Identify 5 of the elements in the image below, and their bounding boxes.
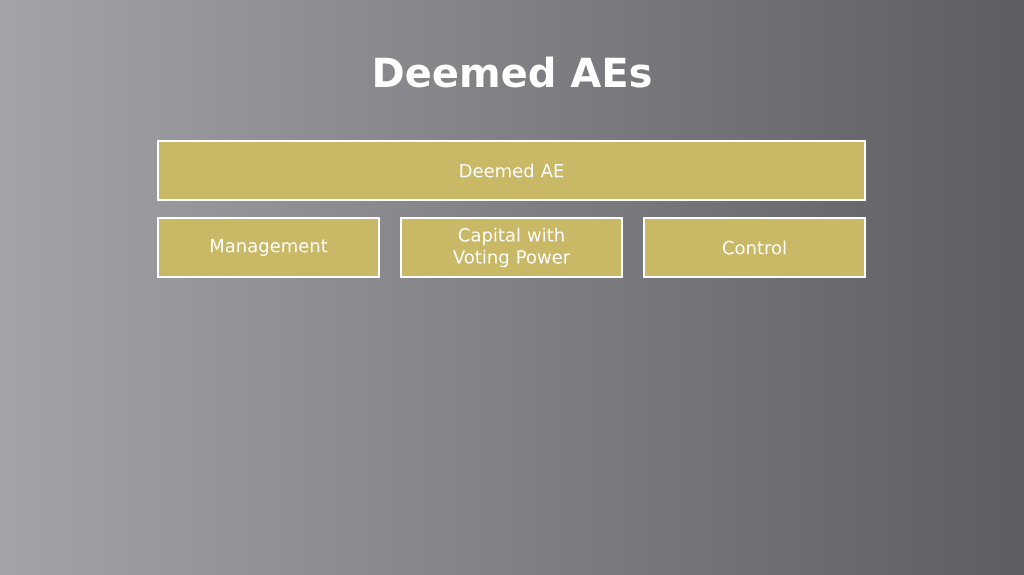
box: Capital with Voting Power — [400, 217, 623, 278]
box: Control — [643, 217, 866, 278]
box: Deemed AE — [157, 140, 866, 201]
box: Management — [157, 217, 380, 278]
title: Deemed AEs — [375, 56, 651, 88]
